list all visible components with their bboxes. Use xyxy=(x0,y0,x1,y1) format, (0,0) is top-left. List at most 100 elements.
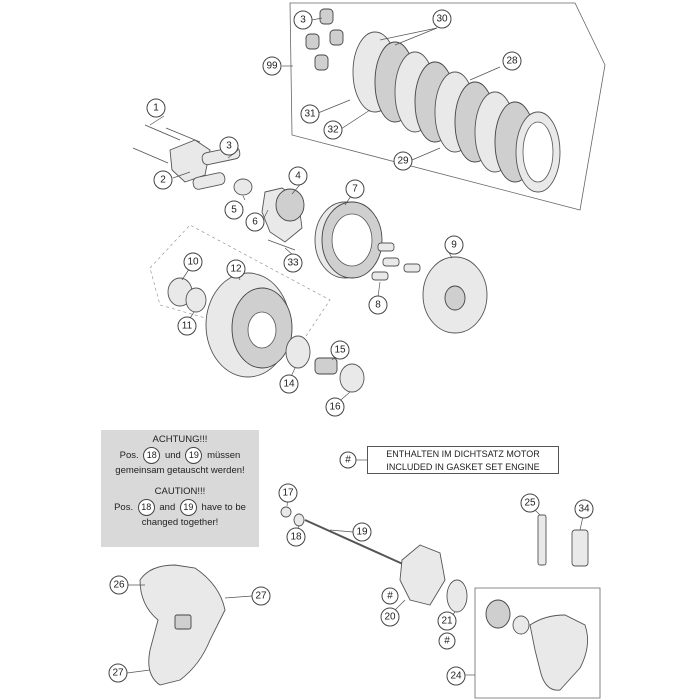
inner-clutch-hub xyxy=(314,201,383,279)
german-caution-title: ACHTUNG!!! xyxy=(152,434,208,445)
svg-text:#: # xyxy=(345,455,351,466)
svg-text:18: 18 xyxy=(290,532,302,543)
slave-cylinder xyxy=(529,614,589,691)
clutch-basket xyxy=(205,272,293,378)
svg-text:34: 34 xyxy=(578,504,590,515)
svg-text:15: 15 xyxy=(334,345,346,356)
damper-springs xyxy=(371,242,421,281)
svg-text:14: 14 xyxy=(283,379,295,390)
svg-text:26: 26 xyxy=(113,580,125,591)
callout-21: 21 xyxy=(437,611,457,631)
caution-note: ACHTUNG!!! Pos. 18 und 19 müssen gemeins… xyxy=(101,430,259,547)
svg-text:19: 19 xyxy=(356,527,368,538)
english-caution-line2: changed together! xyxy=(141,517,219,528)
svg-text:8: 8 xyxy=(375,300,381,311)
washer-16 xyxy=(339,363,365,393)
callout-1: 1 xyxy=(146,98,166,118)
gasket-note-german: ENTHALTEN IM DICHTSATZ MOTOR xyxy=(386,449,540,459)
svg-text:28: 28 xyxy=(506,56,518,67)
ref-18-circle: 18 xyxy=(143,447,161,464)
part-34 xyxy=(571,529,589,567)
english-caution-title: CAUTION!!! xyxy=(154,486,206,497)
kit-spring-caps xyxy=(305,8,344,71)
svg-text:29: 29 xyxy=(397,156,409,167)
callout-8: 8 xyxy=(368,295,388,315)
bleeder-25 xyxy=(537,514,547,566)
callout-19: 19 xyxy=(352,522,372,542)
callout-31: 31 xyxy=(300,104,320,124)
callout-25: 25 xyxy=(520,493,540,513)
gasket-set-note: ENTHALTEN IM DICHTSATZ MOTOR INCLUDED IN… xyxy=(367,446,559,474)
svg-text:32: 32 xyxy=(327,125,339,136)
callout-18: 18 xyxy=(286,527,306,547)
svg-text:24: 24 xyxy=(450,671,462,682)
gear-14 xyxy=(285,335,311,369)
callout-16: 16 xyxy=(325,397,345,417)
needle-bearing-15 xyxy=(314,357,338,375)
slave-cylinder-group-frame xyxy=(474,587,601,699)
callout-32: 32 xyxy=(323,120,343,140)
callout-7: 7 xyxy=(345,179,365,199)
callout-3-kit: 3 xyxy=(293,10,313,30)
ref-18-circle: 18 xyxy=(137,499,155,516)
svg-text:#: # xyxy=(387,591,393,602)
ref-19-circle: 19 xyxy=(185,447,203,464)
svg-text:11: 11 xyxy=(182,321,193,332)
svg-text:20: 20 xyxy=(384,612,396,623)
svg-text:27: 27 xyxy=(112,668,124,679)
gasket-20 xyxy=(399,544,446,606)
callout-30: 30 xyxy=(432,9,452,29)
callout-4: 4 xyxy=(288,166,308,186)
svg-text:17: 17 xyxy=(282,488,294,499)
svg-text:25: 25 xyxy=(524,498,536,509)
thrust-washer-11 xyxy=(185,287,207,313)
washer-18 xyxy=(293,513,305,527)
svg-text:2: 2 xyxy=(160,175,166,186)
svg-text:31: 31 xyxy=(304,109,316,120)
callout-9: 9 xyxy=(444,235,464,255)
callout-26: 26 xyxy=(109,575,129,595)
svg-text:1: 1 xyxy=(153,103,159,114)
callout-27b: 27 xyxy=(108,663,128,683)
svg-text:6: 6 xyxy=(252,217,258,228)
callout-33: 33 xyxy=(283,253,303,273)
callout-hash-21: # xyxy=(438,632,456,650)
callout-11: 11 xyxy=(177,316,197,336)
svg-text:12: 12 xyxy=(230,264,242,275)
callout-12: 12 xyxy=(226,259,246,279)
english-caution-line1: Pos. 18 and 19 have to be xyxy=(101,499,259,516)
svg-text:10: 10 xyxy=(187,257,199,268)
callout-3: 3 xyxy=(219,136,239,156)
callout-15: 15 xyxy=(330,340,350,360)
push-rod xyxy=(304,519,406,566)
callout-20: 20 xyxy=(380,607,400,627)
pin-33 xyxy=(267,239,296,251)
svg-text:27: 27 xyxy=(255,591,267,602)
callout-27a: 27 xyxy=(251,586,271,606)
german-caution-line1: Pos. 18 und 19 müssen xyxy=(101,447,259,464)
callout-24: 24 xyxy=(446,666,466,686)
svg-text:3: 3 xyxy=(226,141,232,152)
svg-text:9: 9 xyxy=(451,240,457,251)
svg-text:33: 33 xyxy=(287,258,299,269)
svg-text:99: 99 xyxy=(266,61,278,72)
svg-text:21: 21 xyxy=(441,616,453,627)
svg-text:30: 30 xyxy=(436,14,448,25)
svg-text:16: 16 xyxy=(329,402,341,413)
callout-34: 34 xyxy=(574,499,594,519)
callout-14: 14 xyxy=(279,374,299,394)
clutch-basket-group-frame xyxy=(149,224,331,346)
svg-text:3: 3 xyxy=(300,15,306,26)
callout-hash-20: # xyxy=(381,587,399,605)
ref-19-circle: 19 xyxy=(179,499,197,516)
svg-text:#: # xyxy=(444,636,450,647)
callout-6: 6 xyxy=(245,212,265,232)
spring-retainer-plate xyxy=(169,139,211,183)
pressure-plate xyxy=(422,256,488,334)
svg-text:7: 7 xyxy=(352,184,358,195)
callout-29: 29 xyxy=(393,151,413,171)
callout-17: 17 xyxy=(278,483,298,503)
bolts xyxy=(132,124,201,164)
washer-5 xyxy=(233,178,253,196)
